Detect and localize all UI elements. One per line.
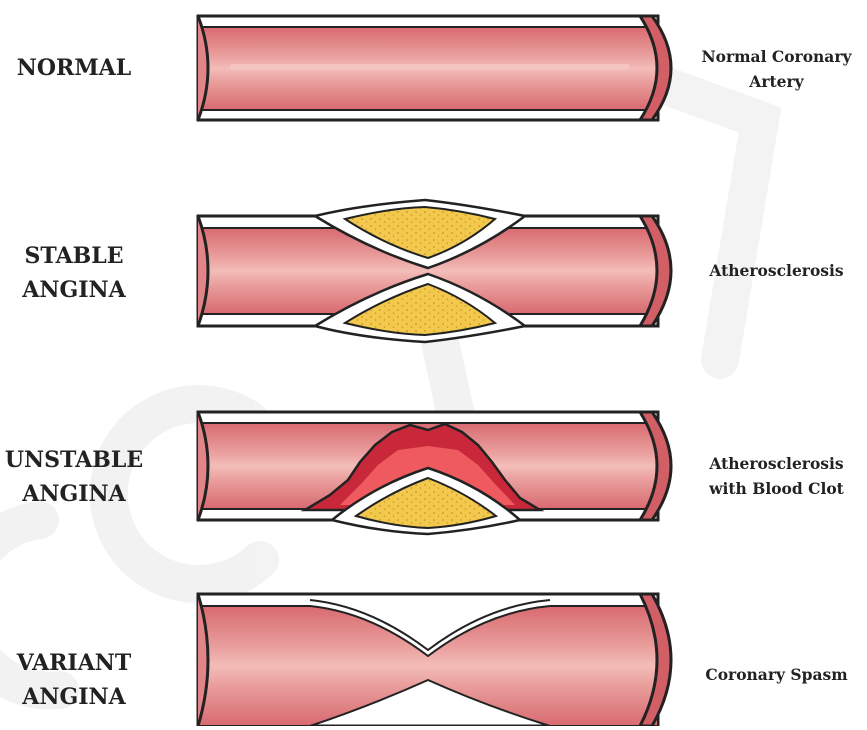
row-label-stable-angina: STABLE ANGINA [0, 239, 148, 307]
row-label-unstable-angina: UNSTABLE ANGINA [0, 443, 148, 511]
normal-artery [198, 16, 671, 120]
row-label-normal: NORMAL [0, 51, 148, 85]
row-description-variant-angina: Coronary Spasm [686, 662, 867, 687]
row-description-normal: Normal Coronary Artery [686, 44, 867, 94]
row-description-unstable-angina: Atherosclerosis with Blood Clot [686, 451, 867, 501]
stable-angina-artery [198, 200, 671, 342]
row-label-variant-angina: VARIANT ANGINA [0, 646, 148, 714]
variant-angina-artery [198, 594, 671, 726]
unstable-angina-artery [198, 412, 671, 534]
row-description-stable-angina: Atherosclerosis [686, 258, 867, 283]
